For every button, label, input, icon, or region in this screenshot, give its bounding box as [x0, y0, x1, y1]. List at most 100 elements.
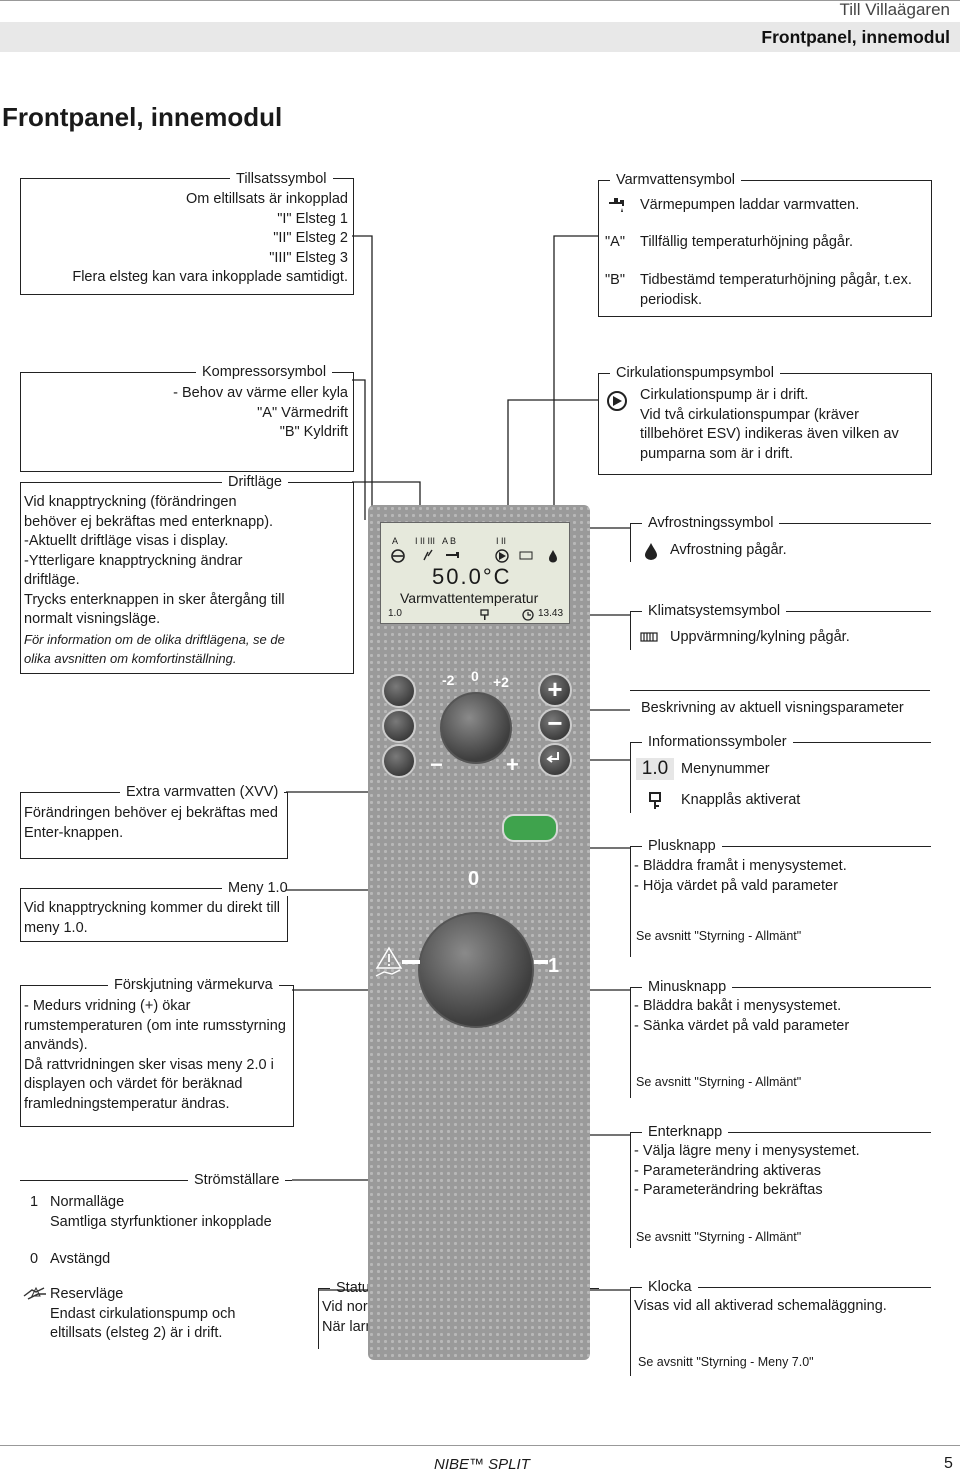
compressor-icon	[391, 549, 405, 563]
enter-title: Enterknapp	[642, 1124, 729, 1140]
klocka-title: Klocka	[642, 1279, 698, 1295]
pump-icon	[607, 391, 627, 411]
strom-reserve: Reservläge Endast cirkulationspump och e…	[50, 1286, 236, 1341]
lcd-label-levels: I II III	[415, 536, 436, 546]
dial-zero-label: 0	[471, 668, 479, 684]
footer-brand: NIBE™ SPLIT	[434, 1456, 530, 1473]
meny-box	[20, 888, 288, 942]
mode-button[interactable]	[382, 674, 416, 708]
varmvatten-b-label: "B"	[605, 272, 625, 288]
varmvatten-b-text: Tidbestämd temperaturhöjning pågår, t.ex…	[640, 272, 912, 308]
dial-plus2-label: +2	[493, 674, 509, 690]
varmvatten-a-text: Tillfällig temperaturhöjning pågår.	[640, 234, 854, 250]
lcd-parameter: Varmvattentemperatur	[400, 590, 539, 606]
lcd-icons	[391, 549, 557, 563]
klocka-text: Visas vid all aktiverad schemaläggning.	[634, 1298, 887, 1314]
driftlage-title: Driftläge	[222, 474, 288, 490]
lcd-droplet-icon	[549, 550, 557, 563]
enter-box	[630, 1132, 931, 1248]
footer-page: 5	[944, 1455, 953, 1472]
lcd-label-ab: A B	[442, 536, 457, 546]
lcd-display	[380, 522, 570, 624]
enter-ref: Se avsnitt "Styrning - Allmänt"	[636, 1230, 802, 1244]
forskj-title: Förskjutning värmekurva	[108, 977, 279, 993]
strom-n1: 1	[30, 1194, 39, 1210]
lcd-clock-icon	[522, 609, 534, 621]
klocka-box	[630, 1287, 931, 1376]
menu-number-icon: 1.0	[636, 758, 674, 780]
header-bar	[0, 22, 960, 52]
dial-minus2-label: -2	[442, 672, 455, 688]
page-title: Frontpanel, innemodul	[2, 102, 283, 132]
avfrost-text: Avfrostning pågår.	[670, 542, 787, 558]
lcd-menu-number: 1.0	[388, 608, 402, 619]
varmvatten-r1: Värmepumpen laddar varmvatten.	[640, 197, 860, 213]
cirk-text: Cirkulationspump är i drift. Vid två cir…	[640, 387, 899, 462]
lcd-label-pump: I II	[496, 536, 507, 546]
lcd-time: 13.43	[538, 608, 564, 619]
lcd-pump-icon	[495, 549, 509, 563]
meny-title: Meny 1.0	[222, 880, 294, 896]
xvv-text: Förändringen behöver ej bekräftas med En…	[24, 805, 278, 841]
lcd-radiator-icon	[519, 551, 533, 560]
curve-shift-dial[interactable]	[440, 692, 512, 764]
breadcrumb: Till Villaägaren	[839, 0, 950, 19]
kompressor-title: Kompressorsymbol	[196, 364, 333, 380]
plus-button[interactable]: +	[538, 673, 572, 707]
strom-l0: Avstängd	[50, 1251, 111, 1267]
strom-title: Strömställare	[188, 1172, 286, 1188]
driftlage-box	[20, 482, 354, 674]
driftlage-text: Vid knapptryckning (förändringen behöver…	[24, 494, 285, 666]
tillsats-title: Tillsatssymbol	[230, 171, 333, 187]
tap-icon	[609, 198, 624, 212]
minus-button[interactable]: −	[538, 708, 572, 742]
avfrost-box	[630, 523, 931, 562]
plus-ref: Se avsnitt "Styrning - Allmänt"	[636, 929, 802, 943]
varmvatten-a-label: "A"	[605, 234, 625, 250]
minus-box	[630, 987, 931, 1098]
klocka-ref: Se avsnitt "Styrning - Meny 7.0"	[638, 1355, 814, 1369]
minus-title: Minusknapp	[642, 979, 733, 995]
reserve-warning-icon	[375, 946, 403, 977]
lcd-tap-icon	[446, 552, 459, 558]
klimat-title: Klimatsystemsymbol	[642, 603, 787, 619]
beskrivning-text: Beskrivning av aktuell visningsparameter	[641, 700, 904, 716]
minus-ref: Se avsnitt "Styrning - Allmänt"	[636, 1075, 802, 1089]
enter-text: - Välja lägre meny i menysystemet. - Par…	[634, 1143, 860, 1198]
avfrost-title: Avfrostningssymbol	[642, 515, 780, 531]
tillsats-text: Om eltillsats är inkopplad "I" Elsteg 1 …	[72, 191, 348, 285]
info-menu-text: Menynummer	[681, 761, 770, 777]
minus-text: - Bläddra bakåt i menysystemet. - Sänka …	[634, 998, 850, 1034]
enter-arrow-icon	[546, 752, 559, 763]
strom-l1: Normalläge Samtliga styrfunktioner inkop…	[50, 1194, 272, 1230]
plus-title: Plusknapp	[642, 838, 722, 854]
plus-box	[630, 846, 931, 957]
menu-button[interactable]	[382, 744, 416, 778]
klimat-text: Uppvärmning/kylning pågår.	[670, 629, 850, 645]
xvv-title: Extra varmvatten (XVV)	[120, 784, 285, 800]
meny-text: Vid knapptryckning kommer du direkt till…	[24, 900, 281, 936]
cirk-title: Cirkulationspumpsymbol	[610, 365, 780, 381]
main-switch[interactable]	[418, 912, 534, 1028]
switch-zero-label: 0	[468, 868, 480, 890]
xvv-button[interactable]	[382, 709, 416, 743]
dial-plus-label: +	[506, 752, 519, 777]
kompressor-text: - Behov av värme eller kyla "A" Värmedri…	[173, 385, 348, 440]
info-lock-text: Knapplås aktiverat	[681, 792, 801, 808]
switch-one-label: 1	[548, 955, 560, 977]
strom-box	[20, 1180, 292, 1341]
varmvatten-box	[598, 180, 932, 317]
dial-minus-label: −	[430, 752, 443, 777]
lcd-label-a: A	[392, 536, 399, 546]
radiator-icon	[640, 632, 658, 642]
lcd-lock-icon	[480, 609, 489, 620]
lcd-temperature: 50.0°C	[432, 564, 512, 589]
droplet-icon	[645, 543, 657, 560]
key-lock-icon	[649, 792, 661, 809]
addition-icon	[423, 549, 433, 561]
varmvatten-title: Varmvattensymbol	[610, 172, 741, 188]
section-title: Frontpanel, innemodul	[761, 27, 950, 47]
forskj-text: - Medurs vridning (+) ökar rumstemperatu…	[24, 998, 286, 1112]
reserve-hand-icon	[23, 1286, 46, 1300]
info-title: Informationssymboler	[642, 734, 793, 750]
